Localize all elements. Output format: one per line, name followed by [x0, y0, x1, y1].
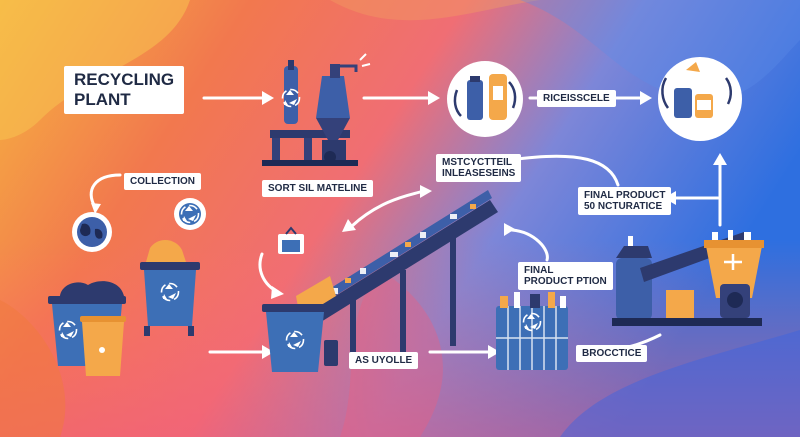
sorting-cage: [496, 292, 568, 370]
label-final-product-mid: FINAL PRODUCT PTION: [518, 262, 613, 290]
label-recycle: RICEISSCELE: [537, 90, 616, 107]
recycle-badge: [174, 198, 206, 230]
label-sort: SORT SIL MATELINE: [262, 180, 374, 197]
globe-icon: [72, 212, 112, 252]
label-mstcycle-line-2: INLEASESEINS: [442, 168, 516, 179]
collection-bins: [48, 239, 200, 376]
label-final-product-top: FINAL PRODUCT 50 NCTURATICE: [578, 187, 672, 215]
label-brocctice: BROCCTICE: [576, 345, 648, 362]
title-line-1: RECYCLING: [74, 70, 175, 89]
sorting-machine: [262, 53, 371, 166]
label-collection: COLLECTION: [124, 173, 201, 190]
label-mstcycle: MSTCYCTTEIL INLEASESEINS: [436, 154, 522, 182]
label-final-mid-line-1: FINAL: [524, 265, 554, 276]
recycle-box-icon: [278, 226, 304, 254]
bottles-circle: [447, 61, 523, 137]
processing-machine: [612, 230, 764, 326]
label-mstcycle-line-1: MSTCYCTTEIL: [442, 157, 512, 168]
page-title: RECYCLING PLANT: [64, 66, 185, 114]
products-circle: [658, 57, 742, 141]
label-final-top-line-2: 50 NCTURATICE: [584, 201, 663, 212]
label-final-mid-line-2: PRODUCT PTION: [524, 276, 607, 287]
hopper-bin: [262, 304, 338, 372]
label-final-top-line-1: FINAL PRODUCT: [584, 190, 666, 201]
main-conveyor: [296, 190, 498, 360]
title-line-2: PLANT: [74, 90, 131, 109]
label-as-uyolle: AS UYOLLE: [349, 352, 419, 369]
